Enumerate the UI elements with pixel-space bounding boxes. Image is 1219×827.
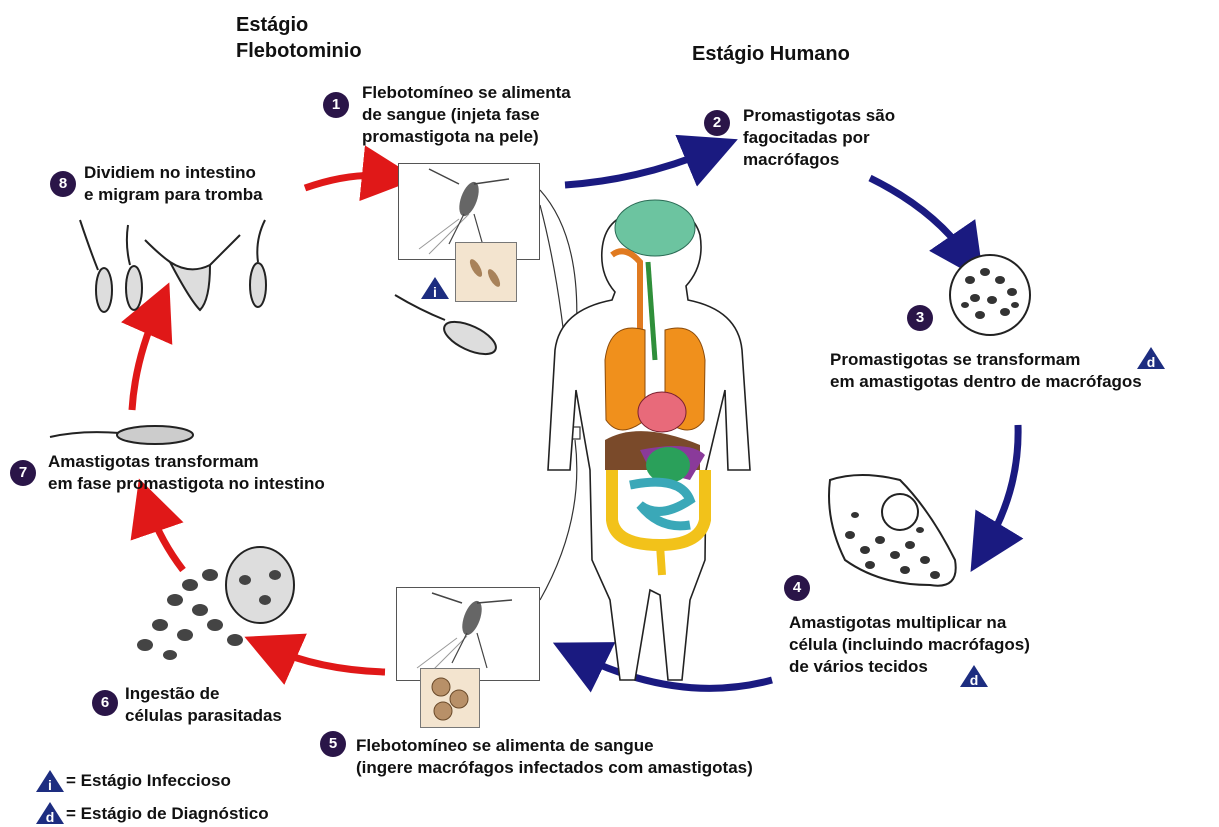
step-4-text: Amastigotas multiplicar na célula (inclu… xyxy=(789,612,1030,678)
step-7-text: Amastigotas transformam em fase promasti… xyxy=(48,451,325,495)
step-4-badge: 4 xyxy=(784,575,810,601)
step-1-text: Flebotomíneo se alimenta de sangue (inje… xyxy=(362,82,571,148)
vector-stage-title: Estágio Flebotominio xyxy=(236,12,362,64)
promastigote-illustration xyxy=(50,426,193,444)
svg-text:d: d xyxy=(46,809,55,825)
infective-stage-icon: i xyxy=(420,276,450,300)
svg-text:i: i xyxy=(433,284,437,300)
step-8-text: Dividiem no intestino e migram para trom… xyxy=(84,162,263,206)
step-1-badge: 1 xyxy=(323,92,349,118)
human-stage-title: Estágio Humano xyxy=(692,41,850,67)
infected-cell-illustration xyxy=(829,475,956,586)
ingested-cells-illustration xyxy=(137,547,294,660)
diagnostic-stage-icon: d xyxy=(959,664,989,688)
macrophage-illustration xyxy=(950,255,1030,335)
diagnostic-stage-icon: d xyxy=(1136,346,1166,370)
amastigote-inset xyxy=(420,668,480,728)
legend-infective-label: = Estágio Infeccioso xyxy=(66,771,231,791)
infective-stage-icon: i xyxy=(35,769,65,793)
sandfly-icon xyxy=(397,588,539,680)
step-2-text: Promastigotas são fagocitadas por macróf… xyxy=(743,105,895,171)
step-6-text: Ingestão de células parasitadas xyxy=(125,683,282,727)
sandfly-feeding-panel-bottom xyxy=(396,587,540,681)
diagnostic-stage-icon: d xyxy=(35,801,65,825)
svg-text:d: d xyxy=(1147,354,1156,370)
step-6-badge: 6 xyxy=(92,690,118,716)
promastigote-inset xyxy=(455,242,517,302)
step-2-badge: 2 xyxy=(704,110,730,136)
dividing-promastigotes-illustration xyxy=(80,220,266,312)
svg-text:i: i xyxy=(48,777,52,793)
step-3-badge: 3 xyxy=(907,305,933,331)
human-body-illustration xyxy=(548,200,750,680)
legend-diagnostic-label: = Estágio de Diagnóstico xyxy=(66,804,269,824)
step-3-text: Promastigotas se transformam em amastigo… xyxy=(830,349,1142,393)
svg-text:d: d xyxy=(970,672,979,688)
step-7-badge: 7 xyxy=(10,460,36,486)
step-5-text: Flebotomíneo se alimenta de sangue (inge… xyxy=(356,735,753,779)
free-promastigote-illustration xyxy=(395,295,500,361)
step-8-badge: 8 xyxy=(50,171,76,197)
step-5-badge: 5 xyxy=(320,731,346,757)
